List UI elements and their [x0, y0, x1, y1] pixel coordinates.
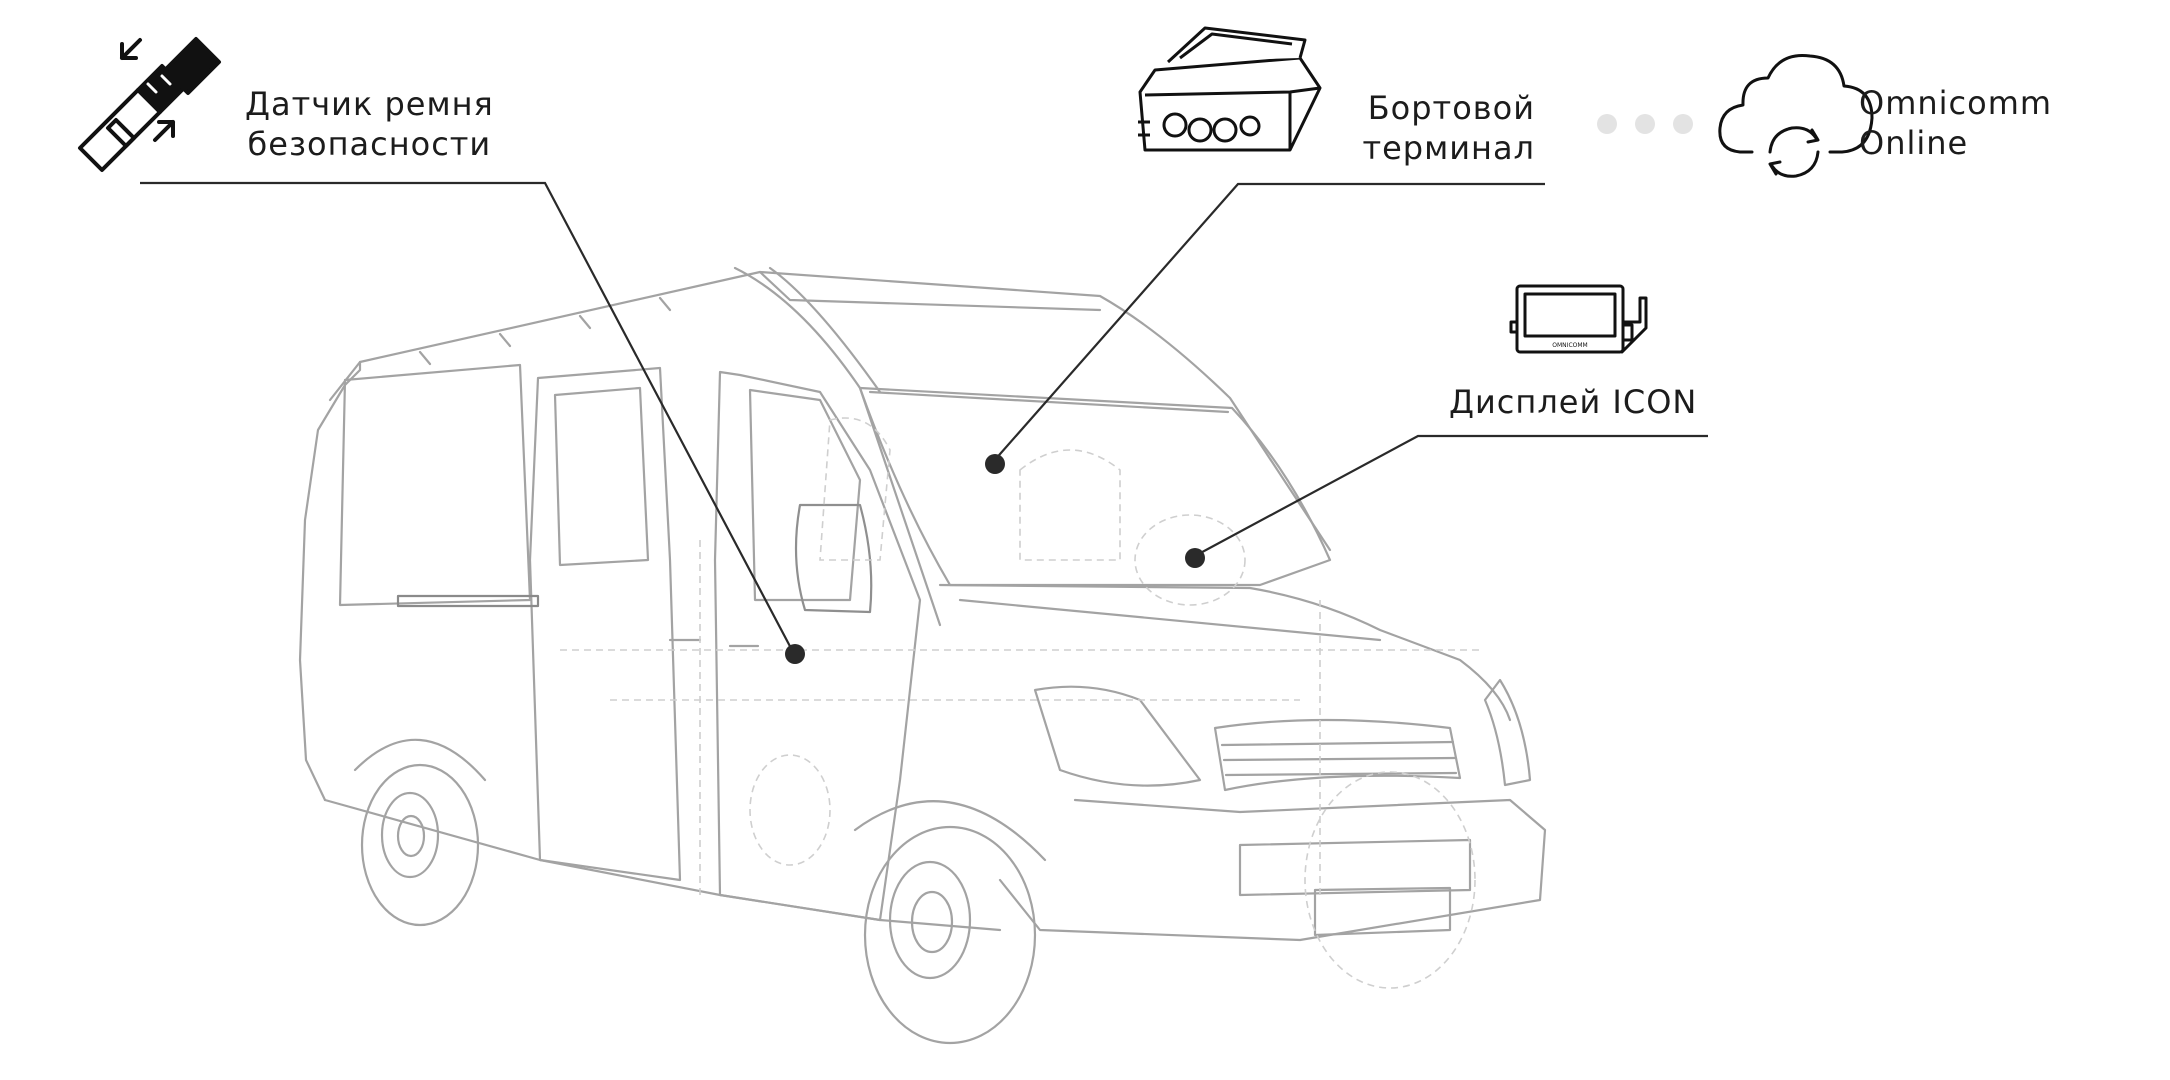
- onboard-terminal-label-line-2: терминал: [1362, 129, 1535, 167]
- cloud-sync-icon: [1718, 53, 1874, 178]
- display-device-icon: OMNICOMM: [1509, 284, 1648, 354]
- seatbelt-sensor-label: Датчик ремня безопасности: [245, 84, 494, 164]
- terminal-dot: [985, 454, 1005, 474]
- callout-dots: [785, 454, 1205, 664]
- display-callout-line: [1192, 434, 1708, 558]
- terminal-callout-line: [992, 182, 1545, 463]
- display-icon-label: Дисплей ICON: [1449, 382, 1697, 422]
- terminal-device-icon: [1138, 26, 1322, 152]
- display-brand-text: OMNICOMM: [1552, 342, 1587, 349]
- display-icon-label-text: Дисплей ICON: [1449, 383, 1698, 421]
- callout-lines: [140, 181, 1708, 653]
- display-dot: [1185, 548, 1205, 568]
- cloud-service-label: Omnicomm Online: [1859, 83, 2052, 163]
- seatbelt-callout-line: [140, 181, 794, 653]
- seatbelt-sensor-label-line-1: Датчик ремня: [245, 85, 494, 123]
- onboard-terminal-label: Бортовой терминал: [1325, 88, 1535, 168]
- onboard-terminal-label-line-1: Бортовой: [1367, 89, 1535, 127]
- van-interior: [560, 417, 1480, 989]
- van-illustration: [298, 266, 1547, 1045]
- seatbelt-sensor-label-line-2: безопасности: [247, 125, 492, 163]
- cloud-service-label-line-1: Omnicomm: [1859, 84, 2053, 122]
- cloud-service-label-line-2: Online: [1859, 124, 1969, 162]
- seatbelt-sensor-dot: [785, 644, 805, 664]
- seatbelt-icon: [78, 37, 221, 172]
- connector-dots: [1597, 114, 1693, 134]
